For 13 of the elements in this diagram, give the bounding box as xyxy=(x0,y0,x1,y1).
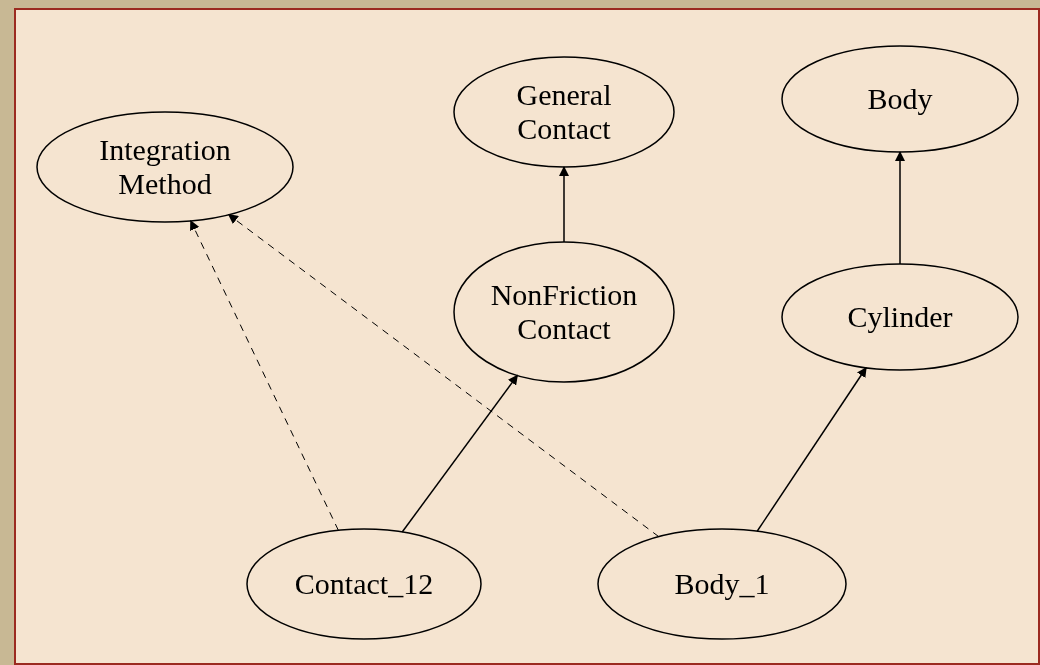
node-label: NonFriction Contact xyxy=(489,278,639,346)
node-label: Integration Method xyxy=(98,133,232,201)
node-label: Body_1 xyxy=(674,567,770,601)
dashed-arrow xyxy=(190,220,339,531)
dashed-arrow xyxy=(227,214,660,538)
node-label: Body xyxy=(867,82,933,116)
node-label: General Contact xyxy=(515,78,613,146)
arrow xyxy=(895,151,905,265)
node-label: Contact_12 xyxy=(294,567,434,601)
arrow xyxy=(559,166,569,243)
arrow xyxy=(401,374,519,533)
arrow xyxy=(756,366,867,532)
node-label: Cylinder xyxy=(847,300,953,334)
